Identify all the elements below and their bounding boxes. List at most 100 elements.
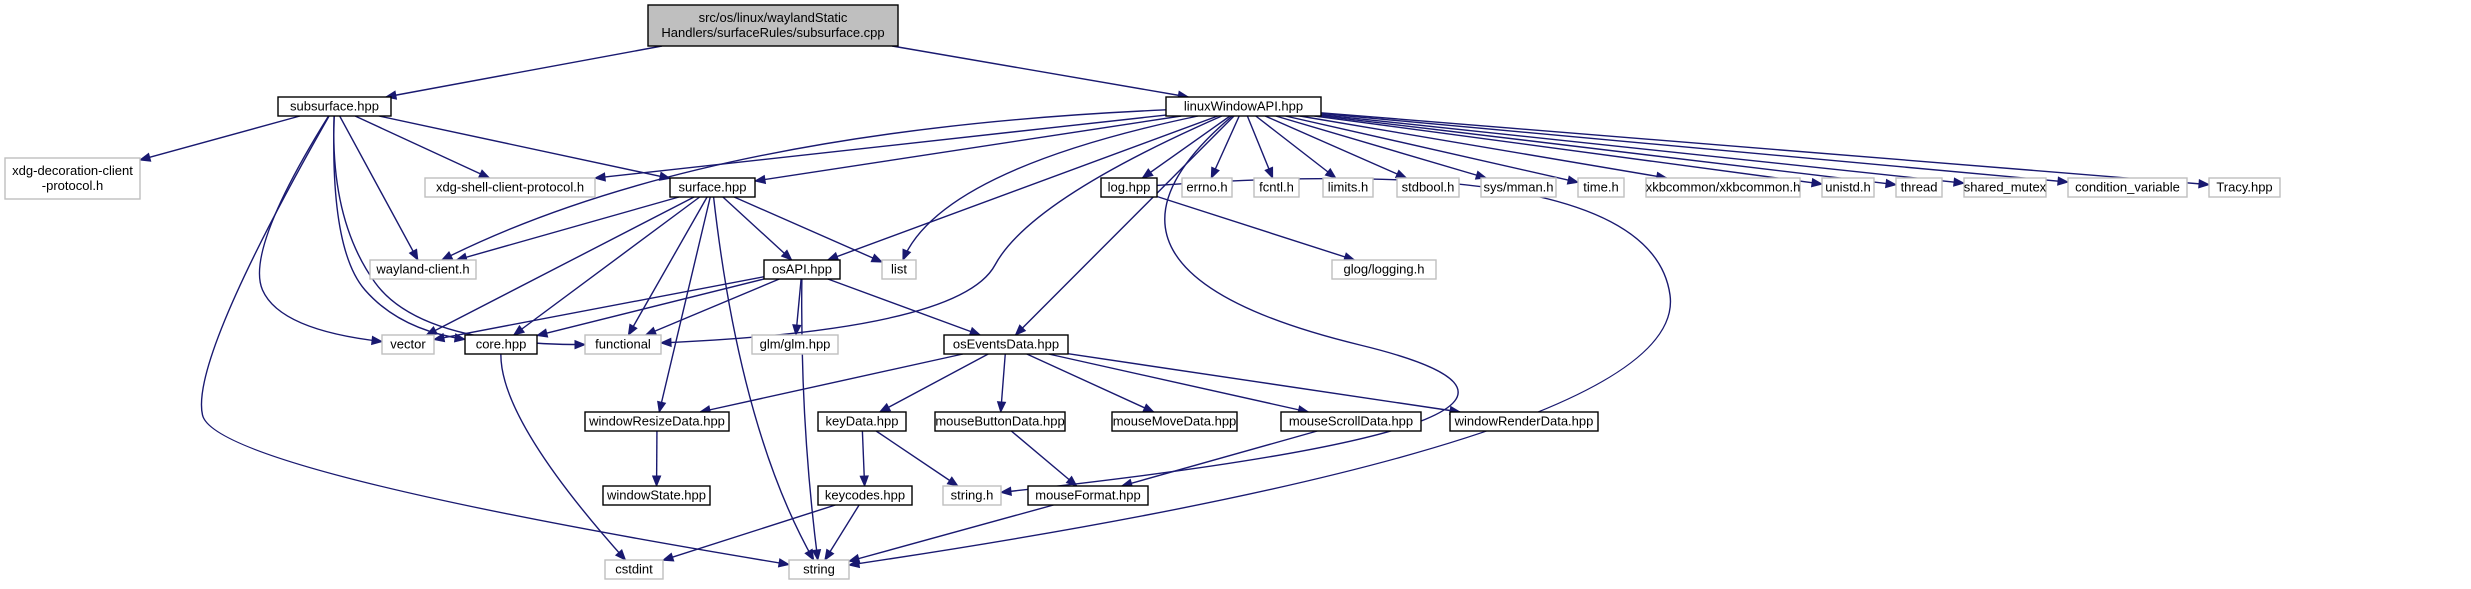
node-box <box>934 411 1066 432</box>
edge-osEventsData_hpp-to-keyData_hpp <box>878 353 989 413</box>
node-sys-mman-h: sys/mman.h <box>1480 177 1557 198</box>
node-thread: thread <box>1895 177 1943 198</box>
edge-line <box>827 278 981 336</box>
node-label: stdbool.h <box>1402 180 1455 195</box>
node-label: errno.h <box>1186 180 1227 195</box>
node-time-h: time.h <box>1577 177 1625 198</box>
node-keyData-hpp[interactable]: keyData.hpp <box>817 411 907 432</box>
node-core-hpp[interactable]: core.hpp <box>464 334 538 355</box>
edge-arrowhead <box>1142 403 1155 413</box>
edge-linuxWindowAPI_hpp-to-osAPI_hpp <box>826 115 1219 261</box>
edge-linuxWindowAPI_hpp-to-string_h <box>999 115 1459 496</box>
node-unistd-h: unistd.h <box>1821 177 1875 198</box>
node-box <box>817 411 907 432</box>
node-box <box>1253 177 1300 198</box>
edge-arrowhead <box>811 548 822 562</box>
node-box <box>1331 259 1437 280</box>
node-string: string <box>788 559 850 580</box>
edge-arrowhead <box>659 337 672 348</box>
edge-surface_hpp-to-functional <box>627 196 708 337</box>
edge-line <box>1299 115 1667 179</box>
edge-arrowhead <box>878 402 892 413</box>
edge-line <box>754 115 1182 182</box>
node-label: core.hpp <box>476 337 527 352</box>
edge-arrowhead <box>792 324 802 337</box>
node-shared-mutex: shared_mutex <box>1963 177 2047 198</box>
edge-arrowhead <box>651 475 662 488</box>
node-box <box>943 334 1069 355</box>
edge-osAPI_hpp-to-core_hpp <box>535 278 765 338</box>
node-label: osEventsData.hpp <box>953 337 1059 352</box>
node-mouseFormat-hpp[interactable]: mouseFormat.hpp <box>1027 485 1149 506</box>
node-xkbcommon-h: xkbcommon/xkbcommon.h <box>1645 177 1801 198</box>
node-mouseScrollData-hpp[interactable]: mouseScrollData.hpp <box>1280 411 1422 432</box>
edge-arrowhead <box>1014 324 1027 336</box>
edge-arrowhead <box>824 548 835 562</box>
edge-log_hpp-to-string <box>847 177 1672 569</box>
node-label: windowRenderData.hpp <box>1454 414 1594 429</box>
edge-subsurface_hpp-to-xdg_decoration <box>138 115 301 162</box>
node-box <box>1895 177 1943 198</box>
node-windowState-hpp[interactable]: windowState.hpp <box>602 485 711 506</box>
node-subsurface-hpp[interactable]: subsurface.hpp <box>277 96 392 117</box>
node-mouseMoveData-hpp[interactable]: mouseMoveData.hpp <box>1111 411 1238 432</box>
node-label: mouseMoveData.hpp <box>1113 414 1237 429</box>
node-tracy-hpp: Tracy.hpp <box>2208 177 2281 198</box>
edge-arrowhead <box>804 548 815 562</box>
node-keycodes-hpp[interactable]: keycodes.hpp <box>817 485 913 506</box>
edge-line <box>1121 430 1318 487</box>
edge-line <box>1320 112 2069 183</box>
node-osEventsData-hpp[interactable]: osEventsData.hpp <box>943 334 1069 355</box>
node-label: condition_variable <box>2075 180 2180 195</box>
edge-linuxWindowAPI_hpp-to-condition_variable <box>1320 112 2070 186</box>
node-label: string.h <box>951 488 994 503</box>
node-root[interactable]: src/os/linux/waylandStaticHandlers/surfa… <box>647 4 899 47</box>
edge-line <box>1320 114 1965 184</box>
node-box <box>277 96 392 117</box>
edge-arrowhead <box>2198 179 2211 189</box>
node-glog-logging-h: glog/logging.h <box>1331 259 1437 280</box>
node-mouseButtonData-hpp[interactable]: mouseButtonData.hpp <box>934 411 1066 432</box>
edge-line <box>848 504 1054 562</box>
node-string-h: string.h <box>942 485 1002 506</box>
edge-arrowhead <box>535 328 549 338</box>
node-linuxWindowAPI-hpp[interactable]: linuxWindowAPI.hpp <box>1165 96 1322 117</box>
edge-surface_hpp-to-core_hpp <box>512 196 701 336</box>
node-box <box>1027 485 1149 506</box>
edge-arrowhead <box>999 486 1012 496</box>
node-glm-glm-hpp: glm/glm.hpp <box>751 334 839 355</box>
node-label: src/os/linux/waylandStatic <box>699 10 848 25</box>
edge-arrowhead <box>1324 167 1337 179</box>
edge-linuxWindowAPI_hpp-to-xdg_shell <box>593 114 1167 182</box>
edge-arrowhead <box>1394 169 1408 179</box>
edge-line <box>1048 353 1309 413</box>
node-label: Handlers/surfaceRules/subsurface.cpp <box>661 25 884 40</box>
edge-arrowhead <box>2057 176 2070 186</box>
edge-root-to-subsurface_hpp <box>384 45 663 100</box>
edge-arrowhead <box>777 558 791 568</box>
edge-linuxWindowAPI_hpp-to-time_h <box>1285 115 1580 185</box>
edge-osEventsData_hpp-to-windowResizeData_hpp <box>698 353 964 415</box>
node-xdg-shell: xdg-shell-client-protocol.h <box>424 177 596 198</box>
node-osAPI-hpp[interactable]: osAPI.hpp <box>763 259 841 280</box>
edge-arrowhead <box>859 475 869 488</box>
node-surface-hpp[interactable]: surface.hpp <box>669 177 756 198</box>
node-box <box>1821 177 1875 198</box>
edge-arrowhead <box>847 553 861 564</box>
node-box <box>424 177 596 198</box>
edge-line <box>662 504 836 561</box>
edge-arrowhead <box>432 332 446 343</box>
edge-arrowhead <box>574 339 587 350</box>
edge-linuxWindowAPI_hpp-to-osEventsData_hpp <box>1014 115 1235 336</box>
node-box <box>369 259 477 280</box>
node-log-hpp[interactable]: log.hpp <box>1100 177 1158 198</box>
edge-line <box>879 353 989 413</box>
node-label: cstdint <box>615 562 653 577</box>
edge-linuxWindowAPI_hpp-to-limits_h <box>1255 115 1337 179</box>
edges-layer <box>138 45 2211 569</box>
edge-arrowhead <box>902 248 912 262</box>
edge-arrowhead <box>627 323 638 337</box>
node-windowRenderData-hpp[interactable]: windowRenderData.hpp <box>1449 411 1599 432</box>
node-windowResizeData-hpp[interactable]: windowResizeData.hpp <box>584 411 730 432</box>
node-box <box>1396 177 1460 198</box>
